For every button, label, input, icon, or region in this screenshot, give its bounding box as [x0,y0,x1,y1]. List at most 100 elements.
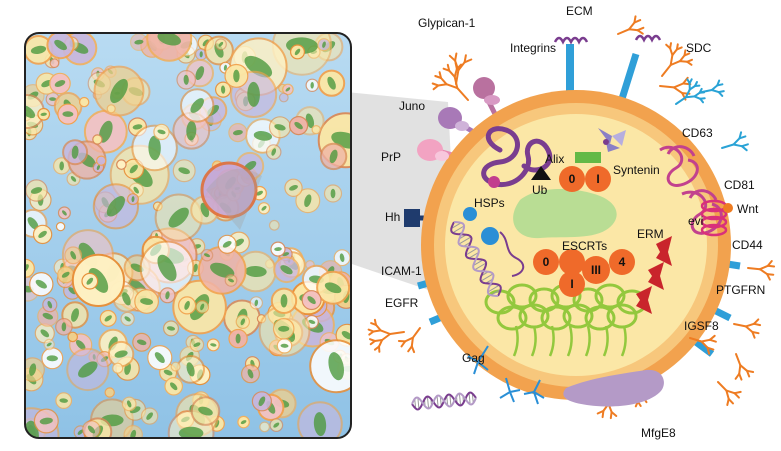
escrt-numeral-2: III [586,263,606,277]
glycan-branch [433,84,439,86]
glycan-branch [375,340,382,341]
label-evi: evi [688,214,703,228]
glycan-branch [702,340,710,342]
population-vesicle [171,362,180,371]
glycan-branch [449,71,455,77]
population-vesicle [280,93,289,102]
hh-block [404,209,420,227]
glycan-branch [438,84,446,85]
escrt-numeral-1: I [562,277,582,291]
population-vesicle [270,221,280,231]
label-ptgfrn: PTGFRN [716,283,765,297]
population-vesicle [57,223,65,231]
population-vesicle [260,422,270,432]
label-glypican-1: Glypican-1 [418,16,475,30]
dna-helix-outer [412,393,476,410]
ub-bead [488,176,500,188]
glycan-branch [736,354,740,365]
label-egfr: EGFR [385,296,418,310]
glycan-branch [742,146,747,150]
glycan-branch [734,138,740,144]
glycan-branch [702,90,712,92]
glycan-branch [739,365,740,374]
glycan-branch [369,330,374,332]
population-vesicle [93,135,102,144]
wnt-dot [723,203,733,213]
glycan-branch [680,61,687,62]
glycan-branch [768,266,774,267]
glycan-branch [722,145,734,149]
lipid-dot [603,139,609,145]
label-sdc: SDC [686,41,711,55]
hsp-large [481,227,499,245]
glycan-branch [629,23,634,30]
glycan-branch [672,49,677,55]
label-prp: PrP [381,150,401,164]
population-vesicle [68,332,77,341]
label-cd44: CD44 [732,238,763,252]
glycan-branch [690,79,692,83]
glycan-branch [382,334,390,340]
glycan-branch [370,339,375,341]
label-integrins: Integrins [510,41,556,55]
label-igsf8: IGSF8 [684,319,719,333]
glycan-branch [735,393,739,397]
glycan-branch [440,72,441,78]
glycan-branch [746,324,754,327]
ecm-coil-left [555,38,587,42]
population-vesicle [50,59,59,68]
population-vesicle [117,160,126,169]
label-ub: Ub [532,183,547,197]
glycan-branch [611,412,612,418]
glycan-branch [457,88,468,100]
glycan-branch [748,268,760,269]
label-erm: ERM [637,227,664,241]
label-hsps: HSPs [474,196,505,210]
alix-numeral-1: I [588,172,608,186]
alix-bar [575,152,601,163]
label-hh: Hh [385,210,400,224]
glycan-branch [686,96,695,97]
label-alix: Alix [545,152,564,166]
population-vesicle [113,363,123,373]
label-mfge8: MfgE8 [641,426,676,440]
glycan-branch [746,326,753,332]
glycan-branch [727,399,728,405]
label-cd81: CD81 [724,178,755,192]
label-wnt: Wnt [737,202,758,216]
glycan-branch [413,328,420,338]
glycan-branch [734,324,746,326]
glycan-branch [718,382,726,391]
glycan-branch [618,29,629,34]
glycan-branch [734,145,742,147]
label-ecm: ECM [566,4,593,18]
population-vesicle [312,126,320,134]
population-vesicle [107,105,115,113]
glypican-protein [473,77,500,105]
ecm-coil-right [636,36,660,40]
glycan-branch [670,43,671,48]
glycan-branch [712,90,719,92]
population-vesicle [97,156,106,165]
glycan-branch [381,330,390,334]
glycan-branch [760,269,767,274]
glycan-branch [455,54,456,61]
population-cargo [331,189,336,198]
label-syntenin: Syntenin [613,163,660,177]
glycan-branch [687,62,691,65]
glycan-branch [629,29,638,30]
dna-rung [427,397,428,409]
label-cd63: CD63 [682,126,713,140]
glycan-branch [754,324,760,325]
population-vesicle [80,98,89,107]
dna-rung [459,394,460,406]
glycan-branch [662,65,671,76]
glycan-branch [448,65,449,71]
glycan-branch [710,340,716,342]
glycan-branch [719,92,723,96]
escrt-numeral-0: 0 [536,255,556,269]
glycan-branch [760,266,768,269]
glycan-branch [638,30,643,34]
glycan-branch [375,320,376,325]
